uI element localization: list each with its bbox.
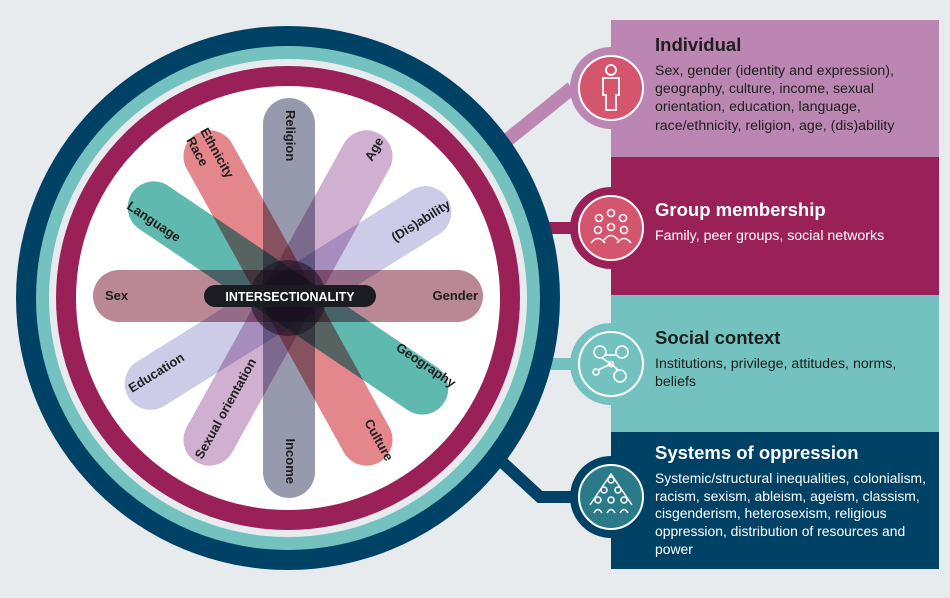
panel-systems-text: Systemic/structural inequalities, coloni… <box>655 470 926 557</box>
panel-group: Group membership Family, peer groups, so… <box>611 157 939 295</box>
panel-group-title: Group membership <box>655 199 826 220</box>
panel-individual-text: Sex, gender (identity and expression), g… <box>655 63 895 134</box>
label-sex: Sex <box>105 288 129 303</box>
panel-social: Social context Institutions, privilege, … <box>611 295 939 432</box>
panel-social-text: Institutions, privilege, attitudes, norm… <box>655 356 897 391</box>
panel-systems: Systems of oppression Systemic/structura… <box>611 432 939 569</box>
panel-systems-title: Systems of oppression <box>655 442 859 463</box>
center-badge <box>204 285 376 307</box>
panel-individual: Individual Sex, gender (identity and exp… <box>611 20 939 157</box>
label-income: Income <box>283 438 298 484</box>
panel-group-text: Family, peer groups, social networks <box>655 228 885 244</box>
panel-individual-title: Individual <box>655 34 742 55</box>
label-religion: Religion <box>283 110 298 161</box>
center-label: INTERSECTIONALITY <box>225 290 355 304</box>
label-gender: Gender <box>432 288 478 303</box>
connector-systems <box>495 455 578 503</box>
panel-social-title: Social context <box>655 327 781 348</box>
